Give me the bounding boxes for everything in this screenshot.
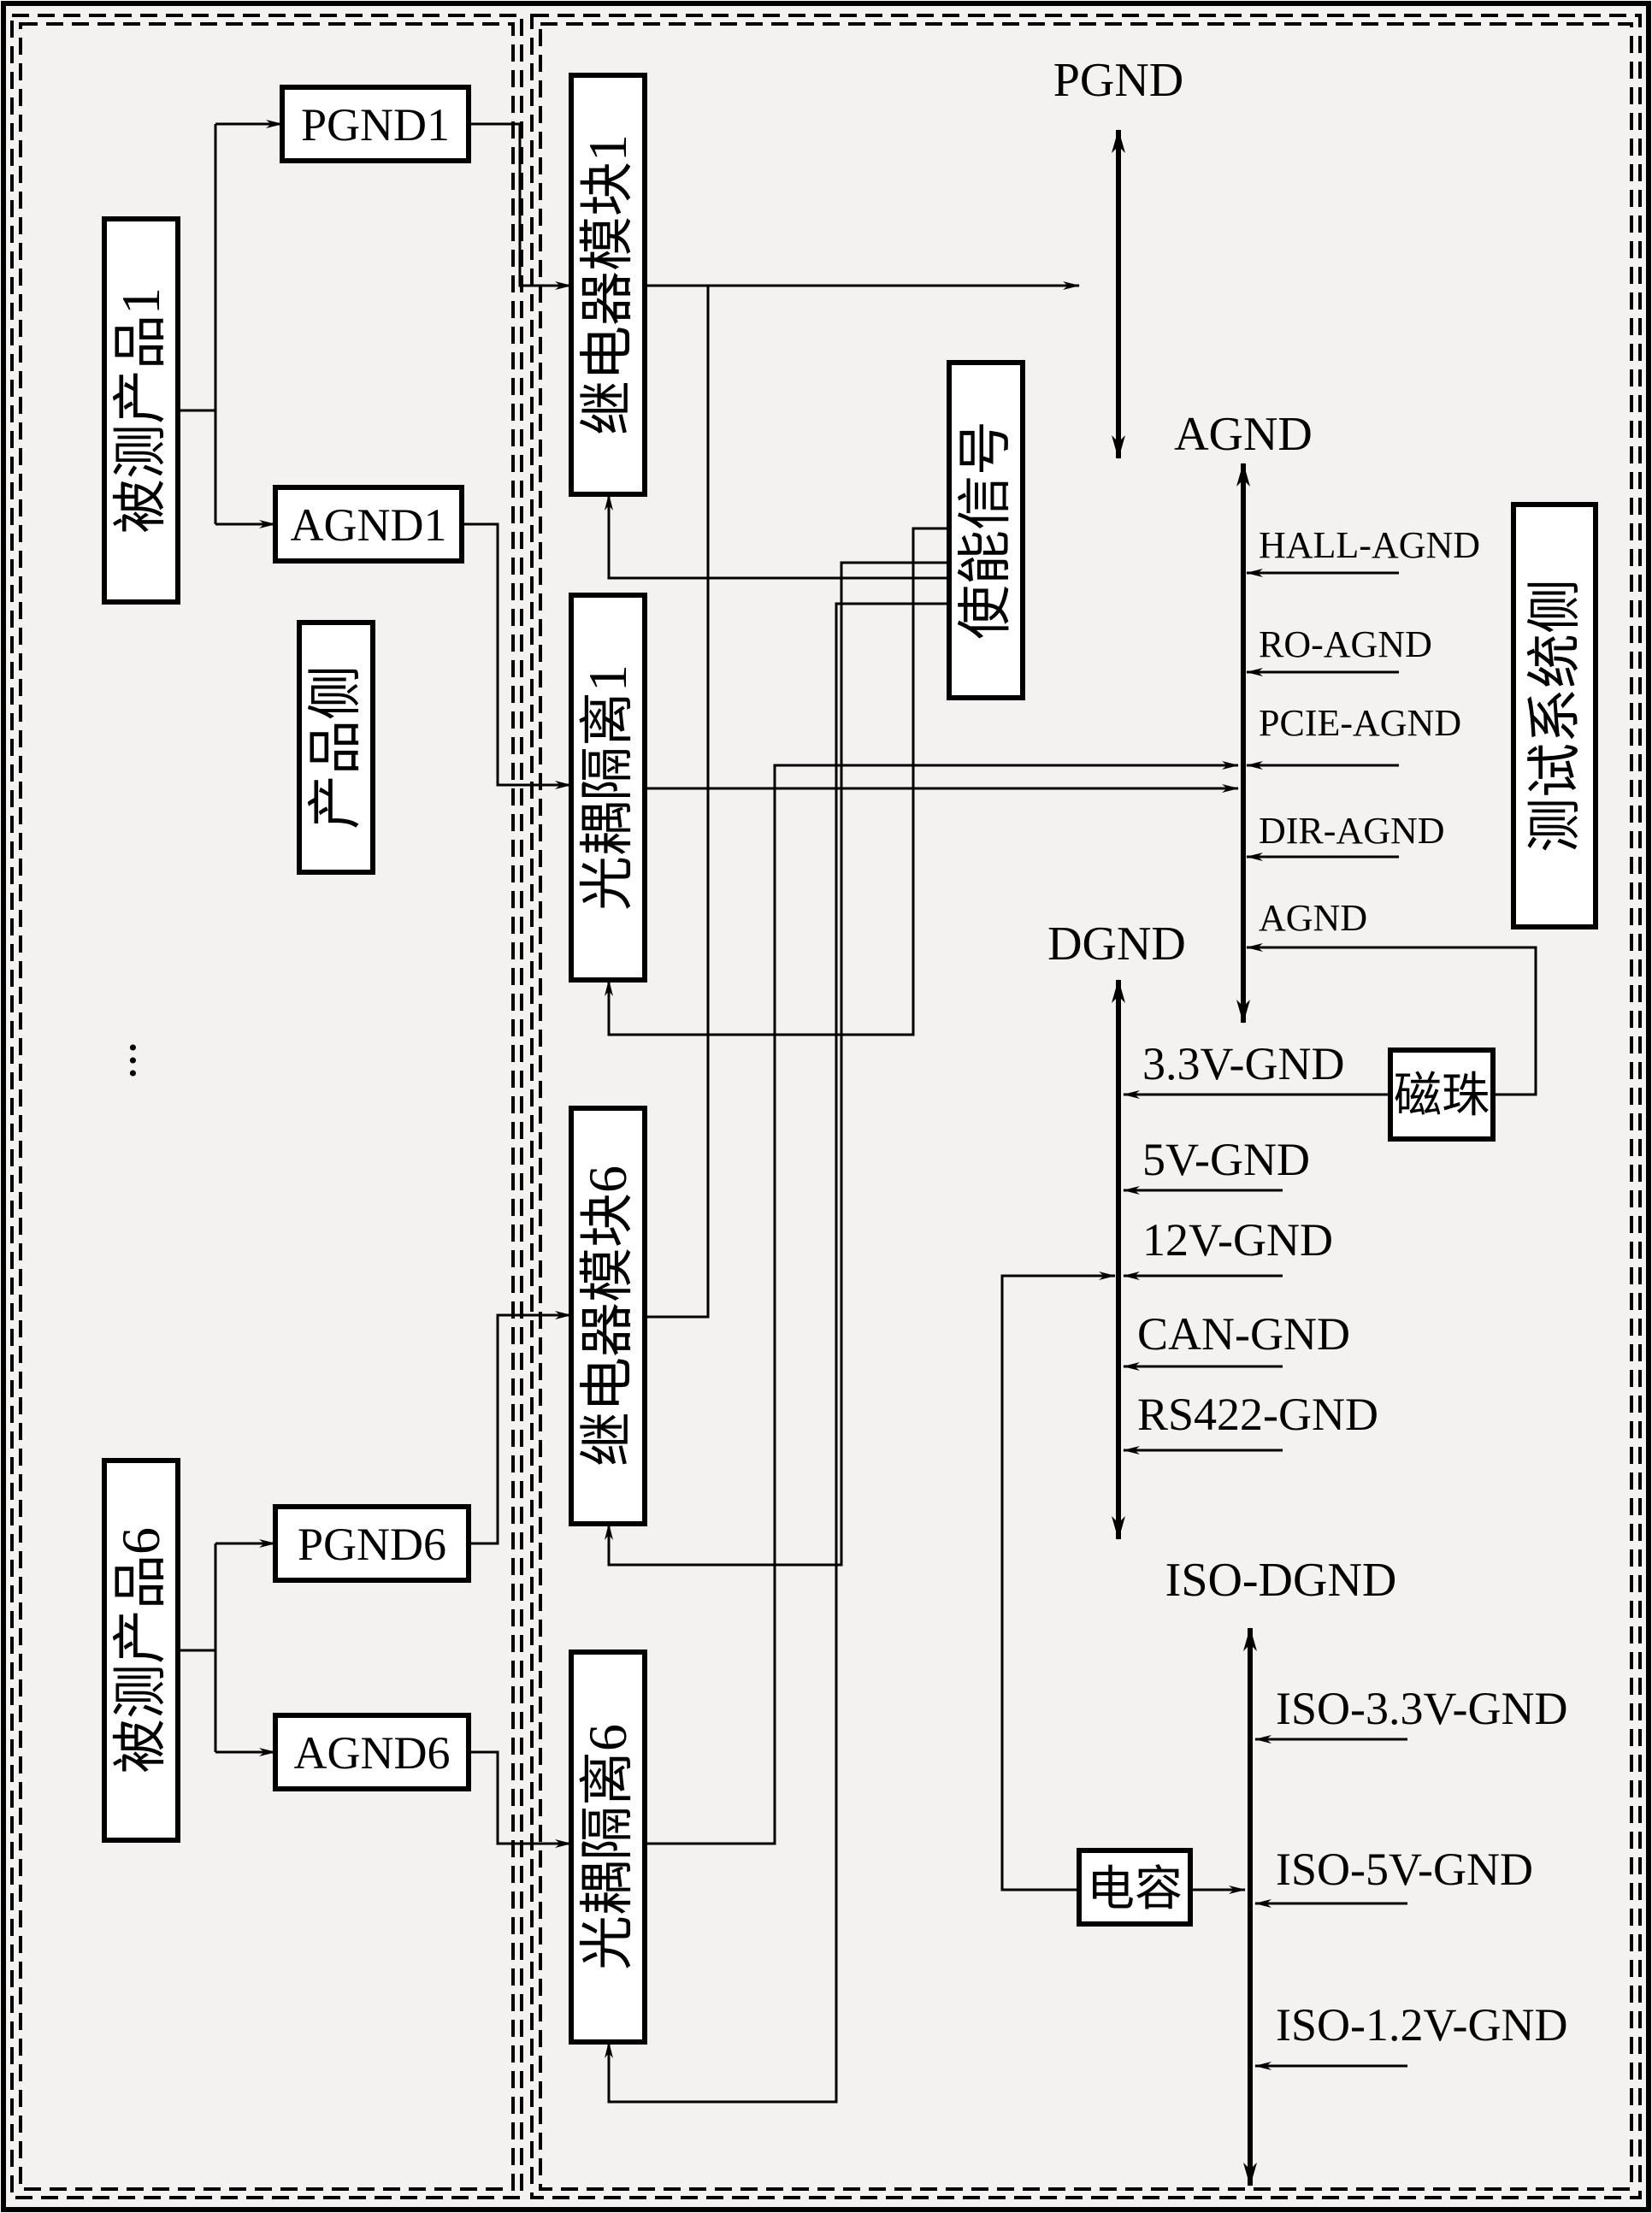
- opto-isolation-1: 光耦隔离1: [569, 593, 647, 983]
- dgnd-input-2: 5V-GND: [1142, 1134, 1310, 1185]
- pgnd6-block: PGND6: [273, 1504, 471, 1583]
- iso-input-2: ISO-5V-GND: [1276, 1844, 1533, 1895]
- agnd1-label: AGND1: [291, 499, 447, 551]
- capacitor: 电容: [1077, 1848, 1193, 1927]
- relay-module-1: 继电器模块1: [569, 73, 647, 497]
- ferrite-bead: 磁珠: [1388, 1047, 1496, 1142]
- product-side-label-box: 产品侧: [297, 620, 375, 875]
- agnd-bus-label: AGND: [1174, 408, 1313, 461]
- svg-text:电容: 电容: [1087, 1863, 1183, 1916]
- dgnd-input-4: CAN-GND: [1137, 1308, 1350, 1360]
- dgnd-input-5: RS422-GND: [1137, 1389, 1378, 1440]
- product6-label: 被测产品6: [110, 1527, 171, 1773]
- test-side-label: 测试系统侧: [1525, 579, 1585, 853]
- dgnd-bus-label: DGND: [1047, 918, 1186, 971]
- agnd-input-4: DIR-AGND: [1259, 810, 1445, 852]
- agnd-input-1: HALL-AGND: [1259, 524, 1480, 566]
- svg-text:光耦隔离1: 光耦隔离1: [577, 664, 638, 911]
- ellipsis-dots: ...: [90, 1042, 146, 1080]
- iso-dgnd-bus-label: ISO-DGND: [1165, 1554, 1397, 1607]
- iso-input-3: ISO-1.2V-GND: [1276, 1999, 1568, 2051]
- enable-signal-block: 使能信号: [947, 360, 1025, 700]
- svg-text:磁珠: 磁珠: [1394, 1070, 1490, 1123]
- product6-block: 被测产品6: [102, 1458, 180, 1843]
- agnd6-block: AGND6: [273, 1713, 471, 1791]
- svg-text:继电器模块6: 继电器模块6: [577, 1166, 638, 1466]
- pgnd-bus-label: PGND: [1053, 54, 1183, 107]
- test-side-region: [530, 14, 1642, 2199]
- opto-isolation-6: 光耦隔离6: [569, 1649, 647, 2045]
- test-side-label-box: 测试系统侧: [1511, 502, 1598, 929]
- svg-text:继电器模块1: 继电器模块1: [577, 134, 638, 435]
- svg-text:使能信号: 使能信号: [955, 421, 1016, 640]
- svg-text:光耦隔离6: 光耦隔离6: [577, 1724, 638, 1970]
- iso-input-1: ISO-3.3V-GND: [1276, 1683, 1568, 1734]
- product1-block: 被测产品1: [102, 216, 180, 605]
- agnd-input-2: RO-AGND: [1259, 623, 1432, 665]
- dgnd-input-1: 3.3V-GND: [1142, 1038, 1345, 1089]
- product-side-region: [10, 14, 523, 2199]
- pgnd1-block: PGND1: [280, 85, 471, 163]
- product-side-label: 产品侧: [305, 665, 366, 829]
- pgnd6-label: PGND6: [298, 1519, 446, 1570]
- pgnd1-label: PGND1: [301, 99, 450, 150]
- dgnd-input-3: 12V-GND: [1142, 1214, 1333, 1266]
- product1-label: 被测产品1: [110, 287, 171, 534]
- agnd-input-3: PCIE-AGND: [1259, 702, 1461, 744]
- agnd6-label: AGND6: [294, 1727, 451, 1779]
- agnd1-block: AGND1: [273, 485, 464, 564]
- agnd-input-5: AGND: [1259, 897, 1367, 939]
- relay-module-6: 继电器模块6: [569, 1106, 647, 1526]
